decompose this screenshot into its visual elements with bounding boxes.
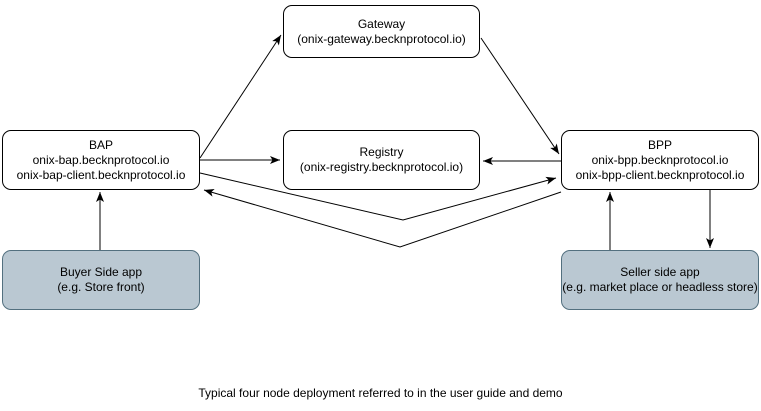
node-bap-title: BAP <box>88 137 113 152</box>
node-gateway-url: (onix-gateway.becknprotocol.io) <box>297 31 466 46</box>
node-bap: BAP onix-bap.becknprotocol.io onix-bap-c… <box>2 130 200 190</box>
node-buyer-app-subtitle: (e.g. Store front) <box>57 280 145 294</box>
node-seller-app-subtitle: (e.g. market place or headless store) <box>562 280 758 294</box>
node-gateway: Gateway (onix-gateway.becknprotocol.io) <box>283 5 480 58</box>
arrow-gateway-to-bpp <box>480 37 560 155</box>
arrow-bap-to-bpp <box>199 172 557 221</box>
arrow-bap-to-gateway <box>199 34 282 159</box>
node-bap-url: onix-bap.becknprotocol.io <box>32 152 170 167</box>
node-bpp-title: BPP <box>647 137 672 152</box>
diagram-caption: Typical four node deployment referred to… <box>198 386 563 400</box>
node-buyer-app-title: Buyer Side app <box>59 265 143 279</box>
node-bpp-client-url: onix-bpp-client.becknprotocol.io <box>575 167 745 182</box>
node-seller-app-title: Seller side app <box>620 265 700 279</box>
node-gateway-title: Gateway <box>357 16 406 31</box>
node-bpp-url: onix-bpp.becknprotocol.io <box>591 152 729 167</box>
node-registry-title: Registry <box>359 145 404 159</box>
node-seller-app: Seller side app (e.g. market place or he… <box>561 250 759 310</box>
node-buyer-app: Buyer Side app (e.g. Store front) <box>2 250 200 310</box>
node-registry-url: (onix-registry.becknprotocol.io) <box>299 160 464 174</box>
node-bap-client-url: onix-bap-client.becknprotocol.io <box>16 167 186 182</box>
arrow-bpp-to-bap <box>203 188 562 248</box>
node-bpp: BPP onix-bpp.becknprotocol.io onix-bpp-c… <box>561 130 759 190</box>
node-registry: Registry (onix-registry.becknprotocol.io… <box>283 130 480 190</box>
